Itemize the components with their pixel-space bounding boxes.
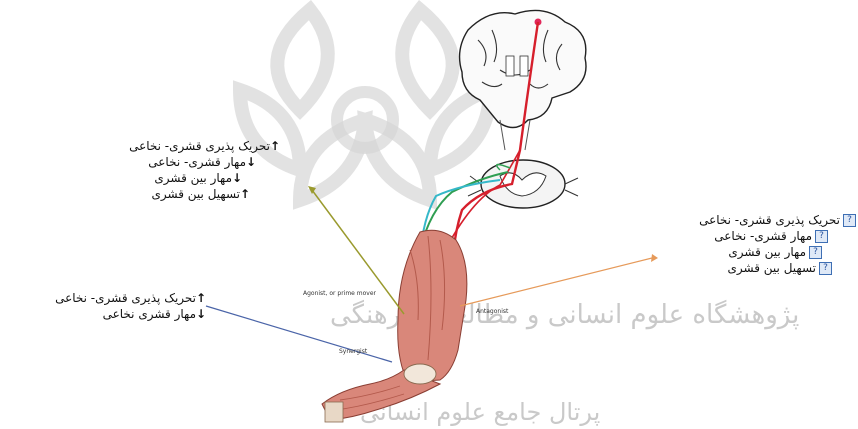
up-arrow-icon: ↑ bbox=[270, 138, 280, 154]
label-row: ?تحریک پذیری قشری- نخاعی bbox=[640, 212, 856, 228]
synergist-label: Synergist bbox=[339, 348, 367, 355]
label-text: مهار قشری- نخاعی bbox=[148, 155, 246, 169]
up-arrow-icon: ↑ bbox=[240, 186, 250, 202]
label-text: تسهیل بین قشری bbox=[728, 261, 816, 275]
down-arrow-icon: ↓ bbox=[196, 306, 206, 322]
antagonist-label: Antagonist bbox=[476, 308, 508, 315]
question-mark-icon: ? bbox=[819, 262, 832, 275]
label-row: ↑تحریک پذیری قشری- نخاعی bbox=[60, 138, 280, 154]
label-text: تحریک پذیری قشری- نخاعی bbox=[55, 291, 196, 305]
left-top-label-group: ↑تحریک پذیری قشری- نخاعی ↓مهار قشری- نخا… bbox=[60, 138, 280, 202]
question-mark-icon: ? bbox=[815, 230, 828, 243]
agonist-label: Agonist, or prime mover bbox=[303, 290, 376, 297]
label-row: ↓مهار بین قشری bbox=[60, 170, 242, 186]
down-arrow-icon: ↓ bbox=[246, 154, 256, 170]
label-text: مهار بین قشری bbox=[154, 171, 232, 185]
leader-line-orange bbox=[460, 258, 652, 306]
label-text: مهار قشری- نخاعی bbox=[714, 229, 812, 243]
label-row: ↑تسهیل بین قشری bbox=[60, 186, 250, 202]
up-arrow-icon: ↑ bbox=[196, 290, 206, 306]
down-arrow-icon: ↓ bbox=[232, 170, 242, 186]
question-mark-icon: ? bbox=[809, 246, 822, 259]
label-row: ?تسهیل بین قشری bbox=[640, 260, 832, 276]
label-text: مهار بین قشری bbox=[728, 245, 806, 259]
label-text: تحریک پذیری قشری- نخاعی bbox=[699, 213, 840, 227]
right-label-group: ?تحریک پذیری قشری- نخاعی ?مهار قشری- نخا… bbox=[640, 212, 856, 276]
label-row: ↓مهار قشری نخاعی bbox=[0, 306, 206, 322]
spinal-cord-section bbox=[468, 160, 578, 208]
left-bottom-label-group: ↑تحریک پذیری قشری- نخاعی ↓مهار قشری نخاع… bbox=[0, 290, 206, 322]
label-row: ↓مهار قشری- نخاعی bbox=[60, 154, 256, 170]
label-text: تحریک پذیری قشری- نخاعی bbox=[129, 139, 270, 153]
label-text: مهار قشری نخاعی bbox=[103, 307, 196, 321]
label-row: ?مهار قشری- نخاعی bbox=[640, 228, 828, 244]
arm-illustration bbox=[322, 230, 467, 422]
label-text: تسهیل بین قشری bbox=[152, 187, 240, 201]
label-row: ↑تحریک پذیری قشری- نخاعی bbox=[0, 290, 206, 306]
question-mark-icon: ? bbox=[843, 214, 856, 227]
label-row: ?مهار بین قشری bbox=[640, 244, 822, 260]
